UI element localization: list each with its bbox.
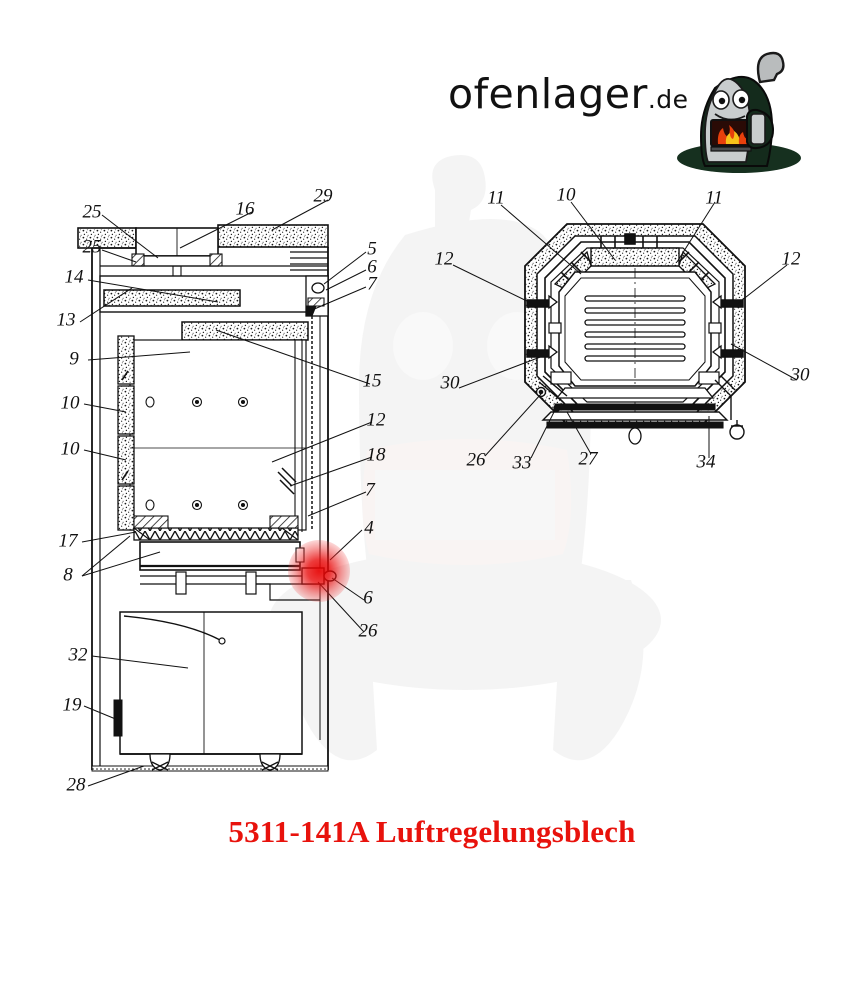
callout-sectional-side-view-7-15: 7 [365, 479, 375, 501]
callout-sectional-side-view-25-3: 25 [82, 236, 102, 258]
callout-sectional-side-view-28-23: 28 [66, 774, 86, 796]
callout-sectional-top-view-11-0: 11 [487, 187, 505, 209]
callout-sectional-side-view-29-2: 29 [313, 185, 333, 207]
callout-sectional-side-view-26-20: 26 [358, 620, 378, 642]
callout-sectional-top-view-12-3: 12 [434, 248, 454, 270]
callout-sectional-side-view-15-10: 15 [362, 370, 382, 392]
callout-sectional-side-view-12-13: 12 [366, 409, 386, 431]
sectional-top-view-drawing [415, 180, 855, 480]
callout-sectional-top-view-30-6: 30 [790, 364, 810, 386]
callout-sectional-top-view-34-10: 34 [696, 451, 716, 473]
callout-sectional-top-view-26-7: 26 [466, 449, 486, 471]
callout-sectional-side-view-32-21: 32 [68, 644, 88, 666]
callout-sectional-top-view-33-8: 33 [512, 452, 532, 474]
callout-sectional-top-view-11-2: 11 [705, 187, 723, 209]
callout-sectional-side-view-16-1: 16 [235, 198, 255, 220]
sectional-side-view-drawing [40, 180, 400, 800]
callout-sectional-top-view-12-4: 12 [781, 248, 801, 270]
logo-name: ofenlager [448, 70, 648, 118]
callout-sectional-side-view-10-11: 10 [60, 392, 80, 414]
callout-sectional-side-view-17-16: 17 [58, 530, 78, 552]
callout-sectional-top-view-10-1: 10 [556, 184, 576, 206]
callout-sectional-top-view-30-5: 30 [440, 372, 460, 394]
stove-mascot-icon [663, 48, 808, 173]
callout-sectional-top-view-27-9: 27 [578, 448, 598, 470]
callout-sectional-side-view-8-18: 8 [63, 564, 73, 586]
logo-tld: .de [647, 85, 689, 114]
callout-sectional-side-view-10-12: 10 [60, 438, 80, 460]
callout-sectional-side-view-19-22: 19 [62, 694, 82, 716]
site-logo: ofenlager.de [448, 48, 808, 173]
callout-sectional-side-view-13-8: 13 [56, 309, 76, 331]
part-caption: 5311-141A Luftregelungsblech [228, 814, 636, 849]
logo-wordmark: ofenlager.de [448, 70, 689, 118]
callout-sectional-side-view-25-0: 25 [82, 201, 102, 223]
callout-sectional-side-view-14-5: 14 [64, 266, 84, 288]
callout-sectional-side-view-5-4: 5 [367, 238, 377, 260]
callout-sectional-side-view-7-7: 7 [367, 273, 377, 295]
callout-sectional-side-view-18-14: 18 [366, 444, 386, 466]
callout-sectional-side-view-4-17: 4 [364, 517, 374, 539]
callout-sectional-side-view-9-9: 9 [69, 348, 79, 370]
callout-sectional-side-view-6-19: 6 [363, 587, 373, 609]
callout-sectional-side-view-6-6: 6 [367, 256, 377, 278]
